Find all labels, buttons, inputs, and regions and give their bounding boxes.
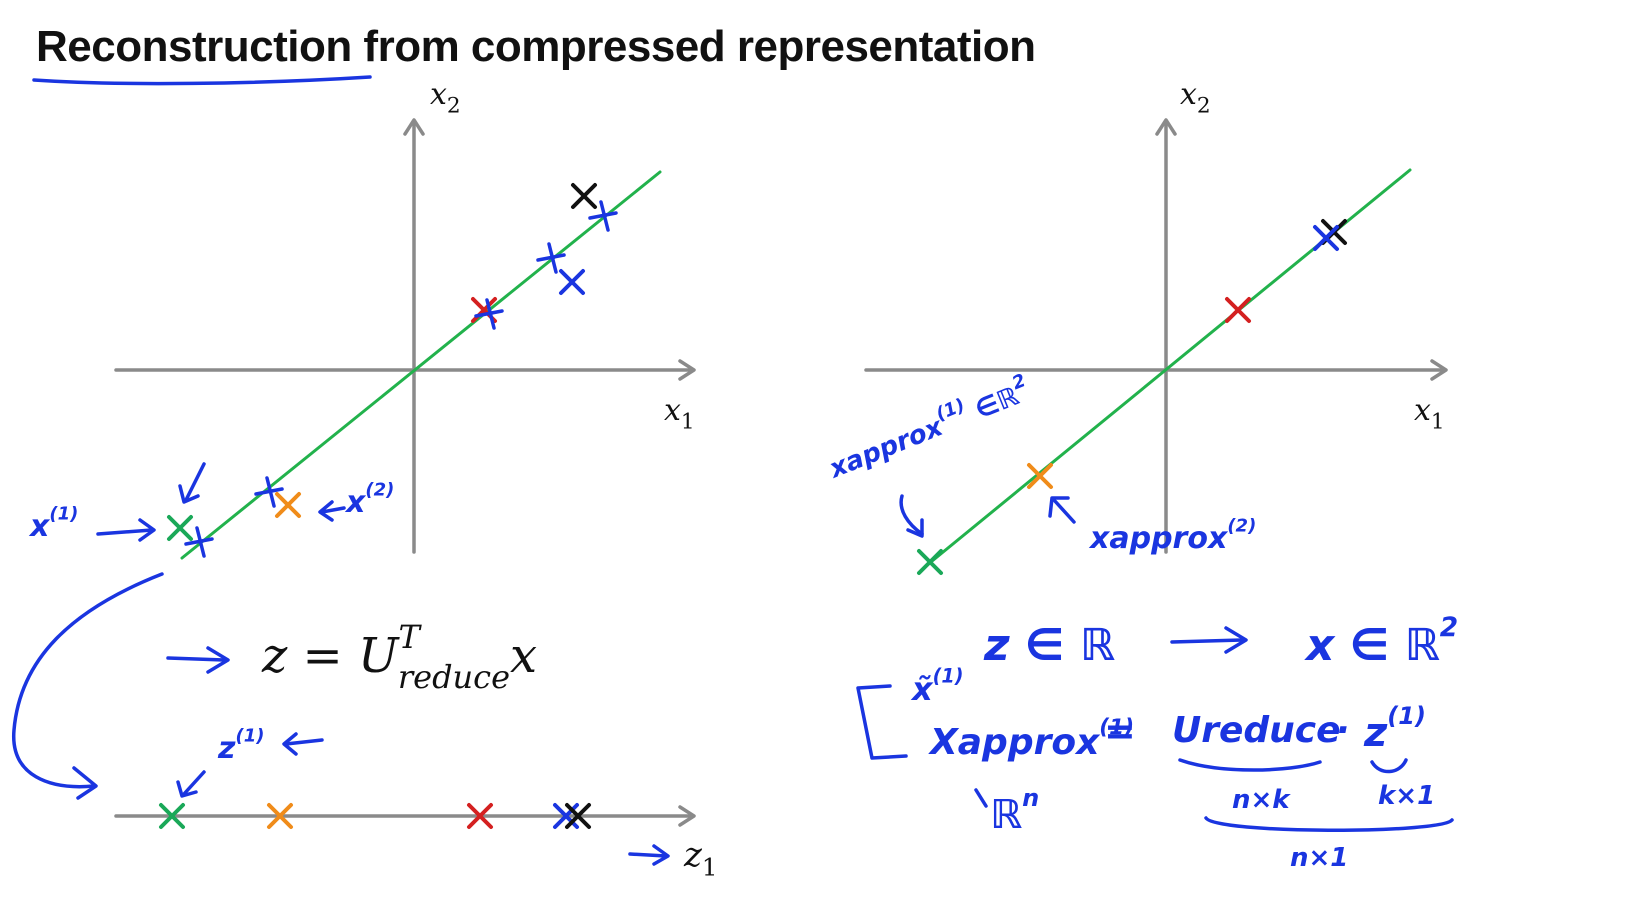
left-projection-line bbox=[180, 170, 662, 560]
z-point-green-stroke-b bbox=[159, 803, 185, 829]
left-x-label: x1 bbox=[664, 393, 695, 434]
label-approx-dot: · bbox=[1336, 710, 1350, 751]
left-proj-blue-stroke-b bbox=[547, 242, 558, 274]
right-x-axis-arrow bbox=[1430, 359, 1448, 381]
label-approx-eq: = bbox=[1104, 709, 1136, 753]
arrow-xapprox2-shaft bbox=[1052, 498, 1076, 524]
left-proj-green bbox=[184, 526, 214, 558]
right-point-orange bbox=[1027, 463, 1053, 489]
right-point-red bbox=[1225, 297, 1251, 323]
arrow-down-shaft bbox=[184, 462, 206, 502]
right-y-axis-arrow bbox=[1155, 118, 1177, 136]
z-axis-label: z1 bbox=[683, 835, 718, 882]
label-dim-k1: k×1 bbox=[1378, 781, 1435, 811]
label-approx-U: Ureduce bbox=[1172, 710, 1341, 751]
left-point-blue-stroke-b bbox=[559, 269, 585, 295]
arrow-z1-shaft bbox=[284, 738, 324, 746]
underline-U bbox=[1178, 758, 1322, 772]
z-point-black bbox=[565, 803, 591, 829]
right-point-blue-stroke-b bbox=[1313, 225, 1339, 251]
map-arrow-shaft bbox=[1170, 638, 1244, 644]
z-axis-arrow bbox=[678, 805, 696, 827]
arrow-z-down-head bbox=[176, 780, 198, 798]
right-point-green-stroke-b bbox=[917, 549, 943, 575]
right-point-red-stroke-b bbox=[1225, 297, 1251, 323]
label-map-x: x ∈ ℝ2 bbox=[1304, 612, 1458, 671]
left-point-orange-stroke-b bbox=[275, 492, 301, 518]
left-proj-orange-stroke-b bbox=[265, 476, 276, 508]
z-point-orange-stroke-b bbox=[267, 803, 293, 829]
arrow-xapprox1-shaft bbox=[899, 494, 924, 536]
label-xapprox1: xapprox(1) ∈ℝ2 bbox=[821, 370, 1035, 485]
right-point-blue bbox=[1313, 225, 1339, 251]
arrow-x2-shaft bbox=[320, 506, 346, 514]
map-arrow-head bbox=[1224, 626, 1248, 654]
curved-arrow-head bbox=[72, 766, 98, 800]
left-point-blue bbox=[559, 269, 585, 295]
z-point-red bbox=[467, 803, 493, 829]
z-point-orange bbox=[267, 803, 293, 829]
left-proj-black-stroke-b bbox=[599, 200, 610, 232]
left-proj-orange bbox=[254, 476, 284, 508]
label-approx-rn: ℝn bbox=[990, 784, 1039, 838]
right-x-label: x1 bbox=[1414, 393, 1445, 434]
left-proj-black bbox=[588, 200, 618, 232]
title-underline bbox=[32, 75, 372, 86]
curved-arrow bbox=[12, 572, 164, 789]
arrow-z-down-shaft bbox=[182, 770, 206, 796]
arrow-x2-head bbox=[318, 500, 334, 522]
arrow-down-head bbox=[178, 484, 200, 504]
right-point-orange-stroke-b bbox=[1027, 463, 1053, 489]
label-xapprox2: xapprox(2) bbox=[1088, 516, 1256, 557]
arrow-xapprox1-head bbox=[906, 518, 924, 538]
right-point-green bbox=[917, 549, 943, 575]
label-approx-z: z(1) bbox=[1363, 702, 1426, 756]
left-proj-red-stroke-b bbox=[485, 298, 496, 330]
label-x1: x(1) bbox=[28, 504, 78, 545]
arrow-xapprox2-head bbox=[1048, 496, 1070, 518]
left-proj-blue bbox=[536, 242, 566, 274]
left-point-orange bbox=[275, 492, 301, 518]
z-label-arrow-head bbox=[652, 844, 670, 866]
formula-arrow-shaft bbox=[166, 656, 226, 662]
formula-arrow-head bbox=[206, 646, 230, 674]
z-point-red-stroke-b bbox=[467, 803, 493, 829]
z-label-arrow-shaft bbox=[628, 852, 668, 858]
bracket bbox=[856, 684, 908, 760]
label-dim-n1: n×1 bbox=[1290, 843, 1348, 873]
left-proj-red bbox=[474, 298, 504, 330]
arrow-x1-shaft bbox=[96, 528, 154, 536]
left-y-label: x2 bbox=[430, 77, 461, 118]
arrow-x1-head bbox=[138, 518, 156, 542]
label-approx-x: x̃(1) bbox=[910, 664, 964, 708]
left-point-green bbox=[167, 515, 193, 541]
left-proj-green-stroke-b bbox=[195, 526, 206, 558]
right-y-label: x2 bbox=[1180, 77, 1211, 118]
label-approx-lhs: Xapprox(1) bbox=[928, 715, 1134, 763]
arrow-z1-head bbox=[282, 732, 298, 756]
left-point-black bbox=[571, 183, 597, 209]
brace-bottom bbox=[1204, 816, 1454, 833]
label-dim-nk: n×k bbox=[1232, 785, 1291, 815]
left-y-axis-arrow bbox=[403, 118, 425, 136]
underline-z bbox=[1370, 758, 1408, 774]
label-map-z: z ∈ ℝ bbox=[983, 620, 1116, 671]
left-point-green-stroke-b bbox=[167, 515, 193, 541]
left-x-axis-arrow bbox=[678, 359, 696, 381]
rn-tick bbox=[974, 788, 988, 808]
label-x2: x(2) bbox=[344, 480, 394, 521]
page-title: Reconstruction from compressed represent… bbox=[36, 22, 1036, 71]
z-point-black-stroke-b bbox=[565, 803, 591, 829]
left-point-black-stroke-b bbox=[571, 183, 597, 209]
z-point-green bbox=[159, 803, 185, 829]
label-z1: z(1) bbox=[217, 726, 264, 767]
